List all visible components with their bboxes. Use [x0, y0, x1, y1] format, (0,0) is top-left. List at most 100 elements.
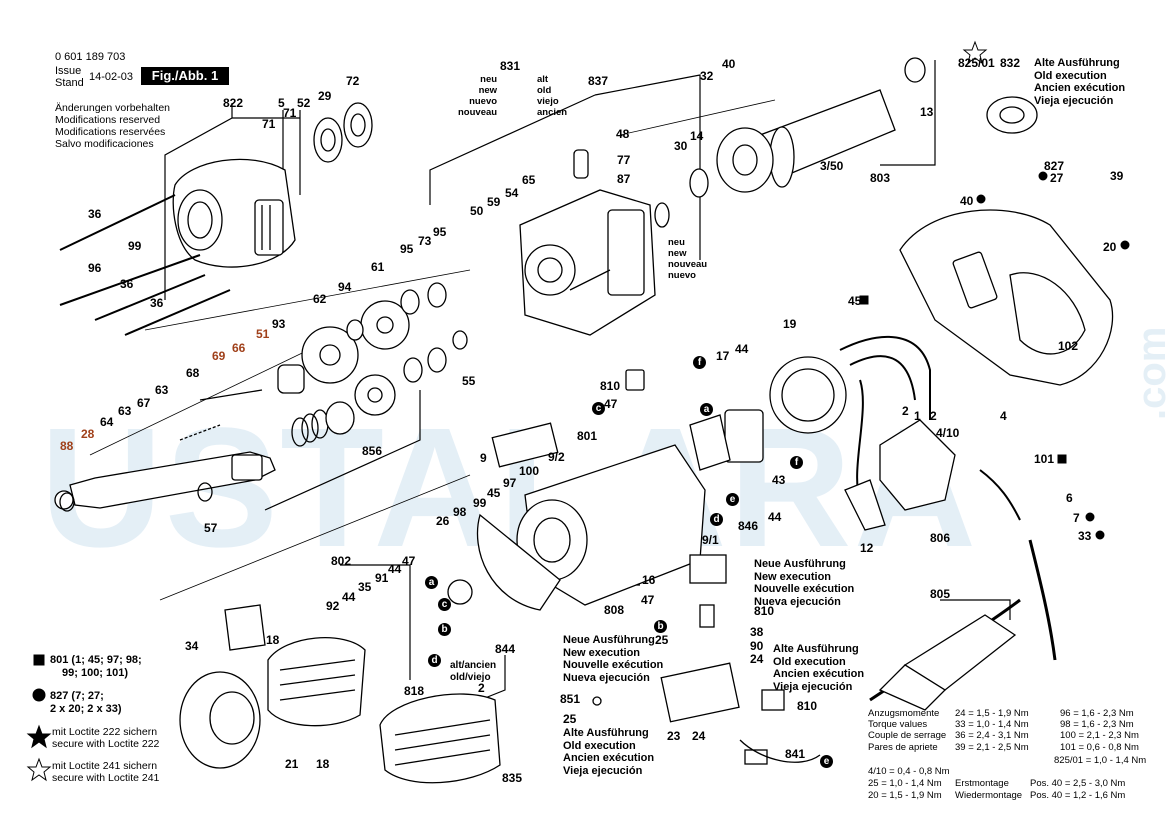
motor-housing-837	[519, 189, 656, 336]
callout-100: 100	[519, 464, 540, 478]
callout-25: 25	[563, 712, 577, 726]
callout-36: 36	[150, 296, 164, 310]
callout-97: 97	[503, 476, 517, 490]
torque-wieder-val: Pos. 40 = 1,2 - 1,6 Nm	[1030, 790, 1126, 801]
callout-835: 835	[502, 771, 523, 785]
callout-851: 851	[560, 692, 581, 706]
callout-40: 40	[722, 57, 736, 71]
fan-34	[179, 671, 261, 769]
callout-810: 810	[754, 604, 775, 618]
callout-20: 20	[1103, 240, 1117, 254]
letter-marker-e: e	[820, 755, 833, 768]
callout-69: 69	[212, 349, 226, 363]
callout-9: 9	[480, 451, 487, 465]
torque-row-410: 4/10 = 0,4 - 0,8 Nm	[868, 766, 950, 777]
leader-856	[264, 390, 421, 511]
leader-802	[340, 564, 411, 680]
callout-13: 13	[920, 105, 934, 119]
leader-805	[940, 599, 1011, 620]
letter-marker-c: c	[592, 402, 605, 415]
callout-44: 44	[342, 590, 356, 604]
callout-7: 7	[1073, 511, 1080, 525]
armature-803	[573, 57, 926, 228]
callout-87: 87	[617, 172, 631, 186]
letter-marker-c: c	[438, 598, 451, 611]
callout-825-01: 825/01	[958, 56, 995, 70]
callout-6: 6	[1066, 491, 1073, 505]
legend-square: 801 (1; 45; 97; 98;99; 100; 101)	[50, 654, 142, 679]
callout-21: 21	[285, 757, 299, 771]
callout-71: 71	[283, 106, 297, 120]
callout-4-10: 4/10	[936, 426, 960, 440]
torque-erst: Erstmontage	[955, 778, 1009, 789]
callout-5: 5	[278, 96, 285, 110]
callout-61: 61	[371, 260, 385, 274]
letter-marker-f: f	[790, 456, 803, 469]
callout-9-2: 9/2	[548, 450, 565, 464]
callout-856: 856	[362, 444, 383, 458]
callout-63: 63	[155, 383, 169, 397]
callout-29: 29	[318, 89, 332, 103]
callout-14: 14	[690, 129, 704, 143]
small-parts	[59, 269, 821, 765]
callout-57: 57	[204, 521, 218, 535]
callout-98: 98	[453, 505, 467, 519]
callout-77: 77	[617, 153, 631, 167]
torque-row-20: 20 = 1,5 - 1,9 Nm	[868, 790, 942, 801]
callout-44: 44	[768, 510, 782, 524]
callout-837: 837	[588, 74, 609, 88]
callout-9-1: 9/1	[702, 533, 719, 547]
callout-63: 63	[118, 404, 132, 418]
callout-55: 55	[462, 374, 476, 388]
callout-91: 91	[375, 571, 389, 585]
handle-827	[899, 209, 1114, 386]
callout-19: 19	[783, 317, 797, 331]
bearing-29	[313, 117, 343, 163]
callout-101: 101	[1034, 452, 1055, 466]
callout-52: 52	[297, 96, 311, 110]
letter-marker-b: b	[438, 623, 451, 636]
gear-set	[277, 282, 447, 416]
callout-38: 38	[750, 625, 764, 639]
callout-818: 818	[404, 684, 425, 698]
callout-45: 45	[848, 294, 862, 308]
callout-90: 90	[750, 639, 764, 653]
legend-symbols	[26, 40, 1130, 782]
callout-33: 33	[1078, 529, 1092, 543]
callout-99: 99	[128, 239, 142, 253]
callout-832: 832	[1000, 56, 1021, 70]
callout-841: 841	[785, 747, 806, 761]
gear-housing-822	[172, 158, 296, 268]
callout-34: 34	[185, 639, 199, 653]
callout-28: 28	[81, 427, 95, 441]
callout-47: 47	[604, 397, 618, 411]
callout-44: 44	[735, 342, 749, 356]
callout-96: 96	[88, 261, 102, 275]
switch-4	[844, 419, 956, 531]
callout-92: 92	[326, 599, 340, 613]
callout-25: 25	[655, 633, 669, 647]
callout-45: 45	[487, 486, 501, 500]
callout-71: 71	[262, 117, 276, 131]
callout-2: 2	[478, 681, 485, 695]
callout-67: 67	[137, 396, 151, 410]
callout-26: 26	[436, 514, 450, 528]
callout-831: 831	[500, 59, 521, 73]
callout-810: 810	[600, 379, 621, 393]
callout-844: 844	[495, 642, 516, 656]
brush-housing-19	[689, 356, 847, 471]
callout-44: 44	[388, 562, 402, 576]
leader-837	[429, 94, 596, 205]
callout-47: 47	[402, 554, 416, 568]
callout-810: 810	[797, 699, 818, 713]
